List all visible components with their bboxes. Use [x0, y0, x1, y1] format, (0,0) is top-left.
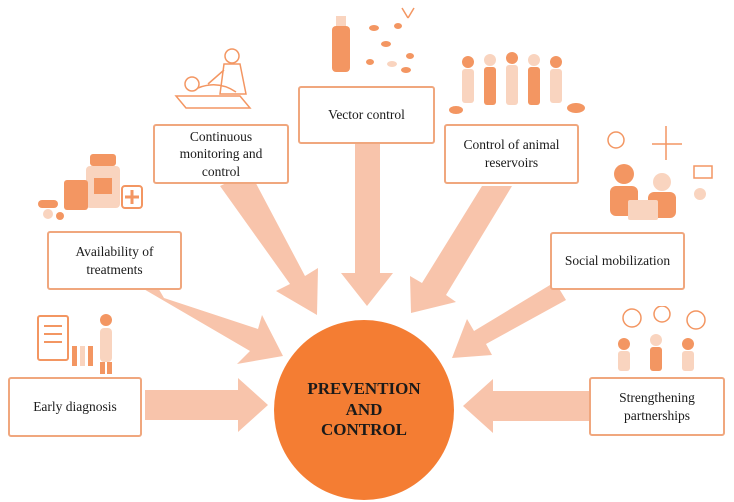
center-label: PREVENTION AND CONTROL	[307, 379, 421, 440]
arrow-control-animal-reservoirs	[410, 186, 512, 313]
arrow-availability-of-treatments	[142, 274, 283, 364]
arrow-continuous-monitoring	[220, 172, 318, 315]
node-label: Control of animal reservoirs	[463, 137, 560, 170]
node-social-mobilization: Social mobilization	[550, 232, 685, 290]
node-label: Availability of treatments	[75, 243, 154, 277]
doctor-patient-illustration	[174, 48, 252, 109]
node-label: Vector control	[328, 107, 405, 123]
people-with-pets-illustration	[449, 52, 585, 114]
medicines-illustration	[38, 154, 143, 220]
node-label: Continuous monitoring and control	[179, 128, 263, 179]
prevention-and-control-circle: PREVENTION AND CONTROL	[274, 320, 454, 500]
insecticide-spray-illustration	[332, 7, 415, 73]
node-vector-control: Vector control	[298, 86, 435, 144]
node-label: Social mobilization	[564, 253, 671, 269]
node-label: Early diagnosis	[33, 399, 117, 415]
node-continuous-monitoring-and-control: Continuous monitoring and control	[153, 124, 289, 184]
node-strengthening-partnerships: Strengthening partnerships	[589, 377, 725, 436]
lab-test-illustration	[37, 314, 112, 374]
arrow-social-mobilization	[452, 282, 566, 358]
node-control-of-animal-reservoirs: Control of animal reservoirs	[444, 124, 579, 184]
team-meeting-illustration	[618, 306, 706, 371]
arrow-vector-control	[341, 144, 393, 306]
node-early-diagnosis: Early diagnosis	[8, 377, 142, 437]
node-availability-of-treatments: Availability of treatments	[47, 231, 182, 290]
node-label: Strengthening partnerships	[619, 389, 695, 423]
arrow-early-diagnosis	[145, 378, 268, 432]
arrow-strengthening-partnerships	[463, 379, 595, 433]
people-with-laptop-illustration	[607, 126, 713, 220]
